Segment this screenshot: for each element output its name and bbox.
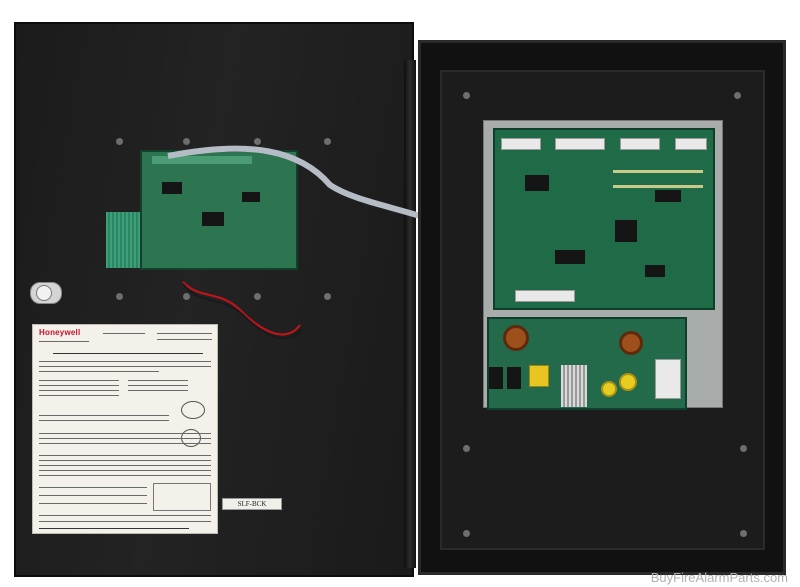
door-screw (254, 293, 261, 300)
label-text-line (39, 361, 211, 363)
label-text-line (39, 475, 211, 477)
keypad-ribbon (106, 212, 146, 268)
chip (655, 190, 681, 202)
inductor (619, 331, 643, 355)
heat-sink (561, 365, 587, 407)
label-text-line (39, 495, 147, 497)
terminal-block (620, 138, 660, 150)
door-label: Honeywell (32, 324, 218, 534)
header-strip (152, 156, 252, 164)
label-text-line (39, 380, 119, 382)
transformer (529, 365, 549, 387)
label-text-line (128, 385, 188, 387)
approval-mark (181, 401, 205, 419)
door-screw (116, 293, 123, 300)
door-hinge-edge (404, 60, 416, 568)
label-text-line (128, 380, 188, 382)
label-text-line (39, 385, 119, 387)
mounting-hole (740, 445, 747, 452)
capacitor (601, 381, 617, 397)
label-text-line (39, 465, 211, 467)
label-text-line (39, 487, 147, 489)
terminal-block (675, 138, 707, 150)
label-text-line (39, 415, 169, 417)
capacitor (619, 373, 637, 391)
label-text-line (39, 341, 89, 343)
label-text-line (103, 333, 145, 335)
label-text-line (39, 455, 211, 457)
chip (645, 265, 665, 277)
chip (162, 182, 182, 194)
board-trace (613, 185, 703, 188)
battery-lead-black (182, 283, 303, 340)
door-screw (324, 138, 331, 145)
label-text-line (39, 438, 211, 440)
door-screw (116, 138, 123, 145)
relay (507, 367, 521, 389)
label-text-line (39, 521, 211, 523)
door-screw (324, 293, 331, 300)
processor-chip (615, 220, 637, 242)
board-trace (613, 170, 703, 173)
chip (202, 212, 224, 226)
label-text-line (39, 420, 169, 422)
label-text-line (39, 366, 211, 368)
label-text-line (39, 460, 211, 462)
label-text-line (157, 333, 212, 335)
terminal-block (515, 290, 575, 302)
label-warning-line (39, 528, 189, 530)
door-screw (183, 293, 190, 300)
chip (525, 175, 549, 191)
door-screw (254, 138, 261, 145)
main-control-board (493, 128, 715, 310)
door-screw (183, 138, 190, 145)
power-supply-board (487, 317, 687, 410)
label-table (153, 483, 211, 511)
label-text-line (39, 433, 211, 435)
watermark-text: BuyFireAlarmParts.com (650, 570, 788, 585)
battery-lead-red (182, 281, 301, 336)
model-tag: SLF-BCK (222, 498, 282, 510)
chip (555, 250, 585, 264)
label-text-line (39, 390, 119, 392)
brand-name: Honeywell (39, 328, 81, 337)
label-heading-line (53, 353, 203, 355)
terminal-block (501, 138, 541, 150)
toroid-inductor (503, 325, 529, 351)
mounting-hole (740, 530, 747, 537)
chip (242, 192, 260, 202)
label-text-line (39, 515, 211, 517)
annunciator-board (140, 150, 298, 270)
label-text-line (39, 443, 211, 445)
label-text-line (157, 339, 212, 341)
label-text-line (39, 395, 119, 397)
mounting-hole (463, 445, 470, 452)
mounting-hole (734, 92, 741, 99)
label-text-line (39, 371, 159, 373)
label-text-line (39, 470, 211, 472)
mounting-hole (463, 92, 470, 99)
terminal-block (655, 359, 681, 399)
label-text-line (128, 390, 188, 392)
lock-cylinder (36, 285, 52, 301)
relay (489, 367, 503, 389)
terminal-block (555, 138, 605, 150)
label-text-line (39, 503, 147, 505)
mounting-hole (463, 530, 470, 537)
